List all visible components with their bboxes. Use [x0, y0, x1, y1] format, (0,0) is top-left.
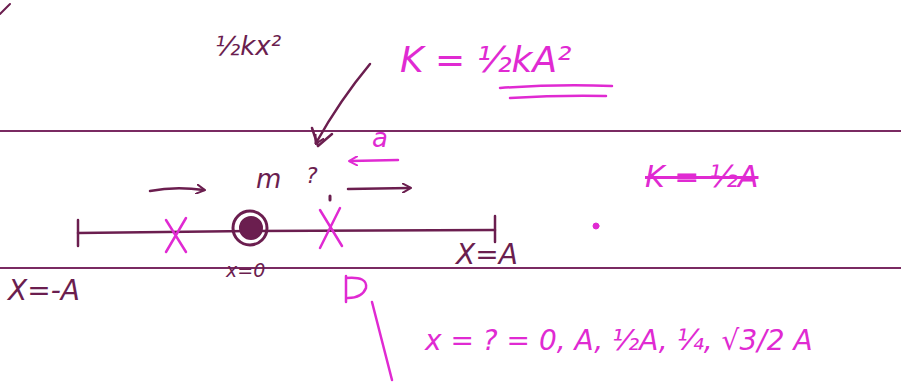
acceleration-arrow: [350, 160, 398, 161]
mass-fill: [240, 217, 262, 239]
answer-options: x = ? = 0, A, ½A, ¼, √3/2 A: [425, 326, 813, 357]
axis-line: [78, 230, 495, 233]
leader-line: [372, 302, 392, 380]
question-mark: ?: [306, 164, 318, 188]
axis-tick: [77, 220, 80, 246]
underline: [500, 85, 612, 88]
underline: [510, 96, 606, 98]
energy-formula: K = ½kA²: [400, 40, 571, 80]
pointer-arrow: [316, 64, 370, 143]
dot-mark: [593, 223, 599, 229]
position-label: X=A: [456, 240, 518, 271]
rule-line: [0, 267, 901, 269]
struck-note: K = ½A: [645, 160, 758, 193]
position-mark: [166, 218, 186, 252]
axis-tick: [494, 216, 497, 242]
position-label: X=-A: [8, 276, 80, 307]
rule-line: [0, 130, 901, 132]
scribble-mark: [0, 4, 10, 14]
position-label: x=0: [226, 260, 265, 281]
mass-label: m: [256, 165, 281, 194]
velocity-arrow: [150, 188, 204, 191]
dot-mark: [329, 196, 332, 200]
formula-label: ½kx²: [215, 32, 281, 61]
velocity-arrow: [348, 188, 410, 189]
mass-ball: [233, 211, 267, 245]
pointer-head: [312, 128, 332, 146]
position-mark: [320, 208, 342, 248]
scribble-mark: [346, 276, 366, 302]
acceleration-label: a: [372, 124, 388, 153]
